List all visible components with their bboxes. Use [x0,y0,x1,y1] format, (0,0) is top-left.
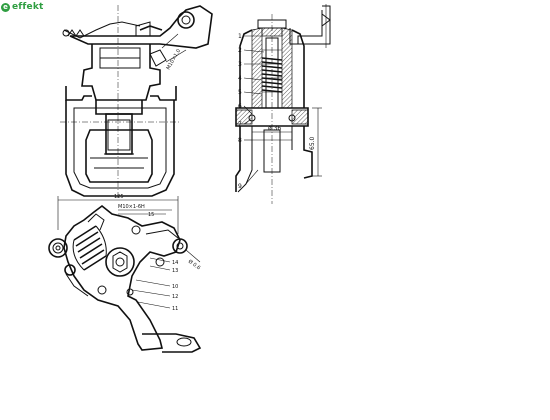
dia-spec-label: Ø 0.6 [187,258,202,271]
callout-14: 14 [172,260,178,266]
callout-7: 7 [238,121,242,128]
callout-6: 6 [238,103,242,110]
callout-1: 1 [238,33,242,40]
brand-logo: e effekt [1,2,44,12]
callout-10: 10 [172,284,178,290]
callout-15: 15 [148,212,154,218]
bore-diameter-label: ø 36 [268,125,281,132]
thread-dimension-label: M10×1.0 [166,48,183,71]
callout-4: 4 [238,75,242,82]
callout-11: 11 [172,306,178,312]
callout-3: 3 [238,61,242,68]
logo-mark-icon: e [1,2,10,12]
logo-text: effekt [12,2,44,12]
callout-2: 2 [238,47,242,54]
callout-13: 13 [172,268,178,274]
callout-9: 9 [238,183,242,190]
callout-12: 12 [172,294,178,300]
width-dimension-label: 125 [114,194,124,200]
thread-spec-label: M10×1-6H [118,204,145,210]
height-dimension-label: 65.0 [309,136,316,150]
caliper-section-view: ø 36 65.0 1 2 3 4 5 6 7 8 9 [235,4,331,204]
callout-8: 8 [238,137,242,144]
caliper-front-view: M10×1.0 [60,5,213,198]
callout-5: 5 [238,89,242,96]
lever-mechanism-view: 125 M10×1-6H 15 [48,194,202,353]
